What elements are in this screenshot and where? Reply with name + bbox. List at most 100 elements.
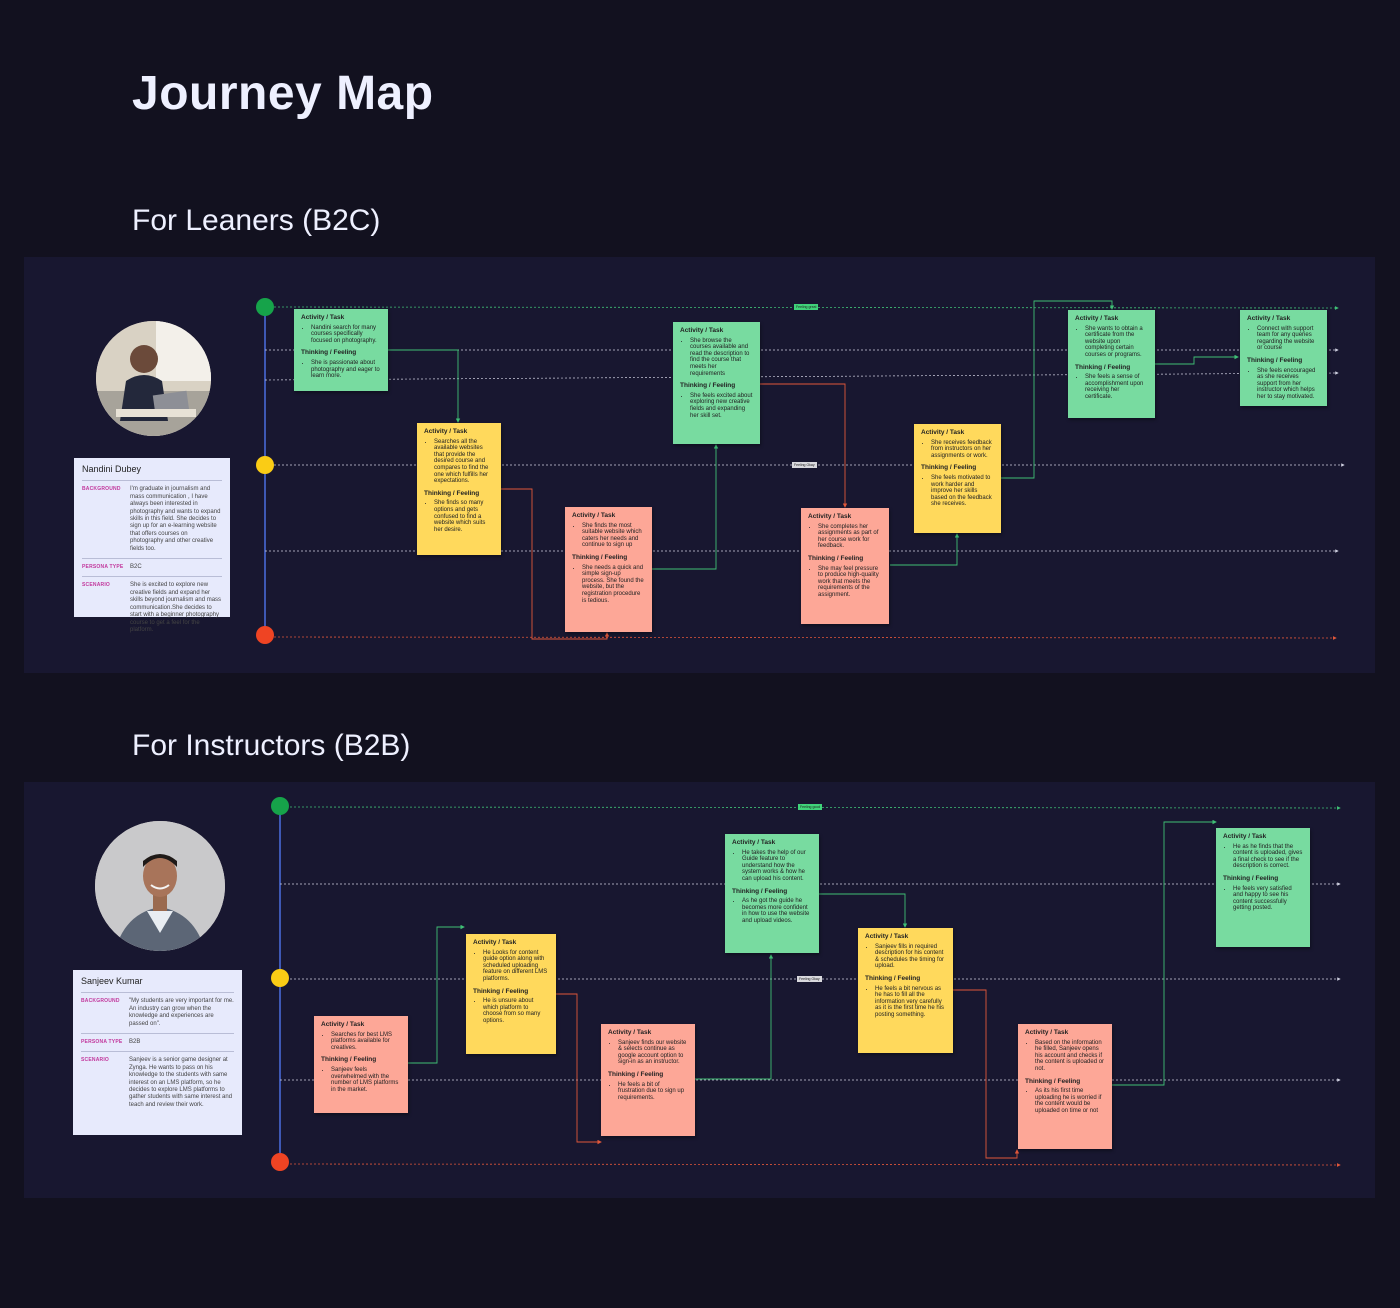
note-heading: Activity / Task [1075,315,1119,322]
journey-board-b2c: Feeling great Feeling Okay Nandini Dubey… [24,257,1375,673]
note-heading: Activity / Task [680,327,724,334]
note-heading: Thinking / Feeling [608,1070,664,1078]
note-heading: Thinking / Feeling [808,554,864,562]
journey-note-4: Activity / Task He takes the help of our … [725,834,819,953]
note-text: Sanjeev finds our website & selects cont… [618,1040,688,1066]
note-text: She receives feedback from instructors o… [931,440,994,460]
note-text: She feels excited about exploring new cr… [690,393,753,419]
journey-note-5: Activity / TaskShe completes her assignm… [801,508,889,624]
note-heading: Activity / Task [572,512,616,519]
persona-type-value: B2B [129,1039,141,1046]
page-title: Journey Map [132,67,434,120]
emotion-node-high [256,298,274,316]
emotion-node-low [271,1153,289,1171]
journey-note-3: Activity / TaskSanjeev finds our website… [601,1024,695,1136]
journey-note-6: Activity / TaskBased on the information … [1018,1024,1112,1149]
persona-name: Nandini Dubey [82,464,142,474]
note-text: As its his first time uploading he is wo… [1035,1088,1105,1114]
journey-note-5: Activity / TaskSanjeev fills in required… [858,928,953,1053]
note-heading: Thinking / Feeling [321,1056,377,1064]
note-text: Searches all the available websites that… [434,439,494,485]
emotion-node-mid [256,456,274,474]
persona-type-row: PERSONA TYPE B2B [81,1033,234,1051]
note-text: Based on the information he filled, Sanj… [1035,1040,1105,1073]
journey-note-3: Activity / TaskShe finds the most suitab… [565,507,652,632]
emotion-tag-high: Feeling good [798,804,823,810]
note-text: She completes her assignments as part of… [818,524,882,550]
note-heading: Thinking / Feeling [424,489,480,497]
note-heading: Thinking / Feeling [732,887,788,895]
note-heading: Thinking / Feeling [865,974,921,982]
note-text: She feels encouraged as she receives sup… [1257,368,1320,401]
note-text: He feels a bit of frustration due to sig… [618,1082,688,1102]
note-heading: Thinking / Feeling [473,987,529,995]
emotion-node-high [271,797,289,815]
emotion-node-mid [271,969,289,987]
journey-note-2: Activity / TaskSearches all the availabl… [417,423,501,555]
journey-note-7: Activity / Task He as he finds that the c… [1216,828,1310,947]
journey-note-1: Activity / TaskSearches for best LMS pla… [314,1016,408,1113]
note-heading: Activity / Task [865,933,909,940]
note-heading: Thinking / Feeling [1247,356,1303,364]
scenario-label: SCENARIO [82,582,110,589]
note-text: He takes the help of our Guide feature t… [742,850,812,883]
section-title-b2c: For Leaners (B2C) [132,204,381,237]
persona-card: Sanjeev Kumar BACKGROUND"My students are… [73,970,242,1135]
note-text: He as he finds that the content is uploa… [1233,844,1303,870]
note-text: She wants to obtain a certificate from t… [1085,326,1148,359]
note-heading: Thinking / Feeling [680,382,736,390]
persona-type-label: PERSONA TYPE [81,1039,123,1046]
persona-photo-icon [95,821,225,951]
persona-type-value: B2C [130,564,142,571]
section-title-b2b: For Instructors (B2B) [132,729,411,762]
note-text: She finds the most suitable website whic… [582,523,645,549]
background-label: BACKGROUND [82,486,121,493]
note-heading: Thinking / Feeling [301,349,357,357]
note-heading: Activity / Task [732,839,776,846]
persona-background-row: BACKGROUND I'm graduate in journalism and… [82,480,222,558]
journey-note-7: Activity / TaskShe wants to obtain a cer… [1068,310,1155,418]
note-heading: Activity / Task [301,314,345,321]
note-heading: Activity / Task [921,429,965,436]
persona-photo-icon [96,321,211,436]
emotion-tag-mid: Feeling Okay [797,976,822,982]
emotion-tag-mid: Feeling Okay [792,462,817,468]
journey-board-b2b: Feeling good Feeling Okay Sanjeev Kumar … [24,782,1375,1198]
note-text: Nandini search for many courses specific… [311,325,381,345]
note-heading: Thinking / Feeling [921,464,977,472]
note-text: She feels a sense of accomplishment upon… [1085,374,1148,400]
emotion-node-low [256,626,274,644]
journey-note-1: Activity / TaskNandini search for many c… [294,309,388,391]
scenario-text: Sanjeev is a senior game designer at Zyn… [129,1057,233,1108]
note-text: She needs a quick and simple sign-up pro… [582,565,645,605]
background-text: I'm graduate in journalism and mass comm… [130,486,221,552]
persona-avatar [95,821,225,951]
journey-note-6: Activity / TaskShe receives feedback fro… [914,424,1001,533]
note-text: She finds so many options and gets confu… [434,500,494,533]
emotion-tag-high: Feeling great [794,304,819,310]
note-text: Searches for best LMS platforms availabl… [331,1032,401,1052]
note-text: He feels very satisfied and happy to see… [1233,886,1303,912]
note-heading: Activity / Task [1247,315,1291,322]
note-heading: Activity / Task [808,513,852,520]
note-heading: Activity / Task [1223,833,1267,840]
note-text: Connect with support team for any querie… [1257,326,1320,352]
note-heading: Activity / Task [424,428,468,435]
note-text: As he got the guide he becomes more conf… [742,898,812,924]
note-heading: Activity / Task [321,1021,365,1028]
note-text: She may feel pressure to produce high-qu… [818,566,882,599]
note-text: Sanjeev feels overwhelmed with the numbe… [331,1067,401,1093]
note-text: She browse the courses available and rea… [690,338,753,378]
persona-background-row: BACKGROUND"My students are very importan… [81,992,234,1033]
note-heading: Thinking / Feeling [1075,363,1131,371]
note-text: He feels a bit nervous as he has to fill… [875,986,946,1019]
note-heading: Thinking / Feeling [1025,1077,1081,1085]
journey-note-4: Activity / TaskShe browse the courses av… [673,322,760,444]
note-text: Sanjeev fills in required description fo… [875,944,946,970]
note-heading: Activity / Task [608,1029,652,1036]
note-text: She feels motivated to work harder and i… [931,475,994,508]
persona-name: Sanjeev Kumar [81,976,143,986]
note-heading: Thinking / Feeling [572,553,628,561]
